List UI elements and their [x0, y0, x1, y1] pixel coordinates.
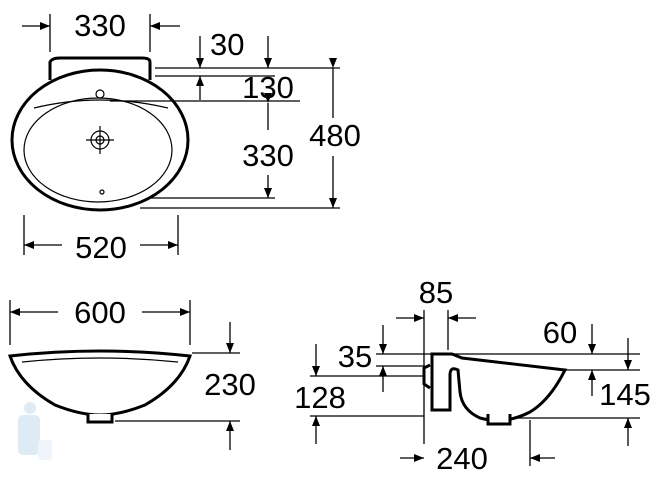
- dim-130: 130: [242, 70, 294, 105]
- dim-60: 60: [543, 315, 577, 350]
- dim-230: 230: [204, 367, 256, 402]
- dim-145: 145: [599, 377, 651, 412]
- bowl-edge: [33, 99, 169, 109]
- basin-side-outline: [430, 352, 568, 422]
- plumber-watermark-icon: [18, 402, 52, 460]
- dim-600: 600: [74, 295, 126, 330]
- dim-35: 35: [338, 339, 372, 374]
- dim-128: 128: [294, 380, 346, 415]
- drain-icon: [86, 126, 114, 154]
- dim-330-right: 330: [242, 138, 294, 173]
- drain-outlet: [86, 414, 114, 424]
- front-rim: [21, 357, 179, 363]
- front-view: 600 230: [7, 295, 256, 450]
- dim-480: 480: [309, 118, 361, 153]
- dim-240: 240: [436, 441, 488, 476]
- tap-hole-icon: [95, 89, 105, 99]
- basin-front-outline: [7, 349, 193, 417]
- top-view: 330 30 130 330 480 520: [10, 8, 361, 265]
- side-drain: [486, 414, 512, 426]
- dim-330-top: 330: [74, 8, 126, 43]
- overflow-icon: [99, 189, 105, 195]
- dim-30: 30: [210, 27, 244, 62]
- side-pedestal: [422, 363, 431, 390]
- dim-85: 85: [419, 275, 453, 310]
- dim-520: 520: [75, 230, 127, 265]
- side-view: 85 35 128 60 145 240: [294, 275, 651, 476]
